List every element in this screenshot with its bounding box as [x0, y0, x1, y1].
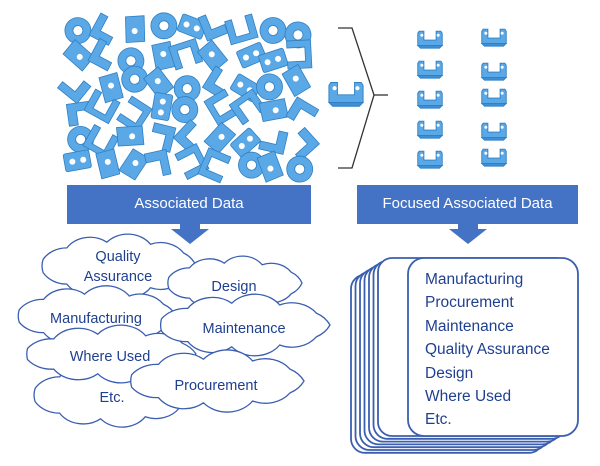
- machine-part-icon: [224, 13, 259, 46]
- focused-data-item: Maintenance: [425, 317, 514, 335]
- focused-data-item: Quality Assurance: [425, 341, 550, 359]
- cloud-shape: [159, 293, 331, 357]
- machine-part-icon: [203, 121, 237, 155]
- machine-part-icon: [258, 130, 289, 155]
- machine-part-icon: [197, 147, 232, 184]
- machine-part-icon: [256, 73, 283, 101]
- machine-part-icon: [256, 150, 284, 183]
- machine-part-icon: [143, 148, 172, 177]
- machine-part-icon: [230, 127, 261, 158]
- machine-part-icon: [87, 37, 113, 72]
- machine-part-icon: [258, 47, 289, 73]
- machine-part-icon: [118, 148, 150, 181]
- cloud-label: Procurement: [174, 378, 258, 394]
- similar-part-icon: [416, 30, 444, 49]
- down-arrow-icon: [449, 224, 487, 244]
- focused-data-item: Where Used: [425, 388, 512, 406]
- machine-part-icon: [286, 39, 313, 70]
- machine-part-icon: [285, 96, 320, 121]
- focused-data-page-stack: [350, 257, 579, 454]
- focused-associated-data-banner: [357, 185, 578, 244]
- machine-part-icon: [173, 75, 201, 102]
- machine-part-icon: [83, 88, 121, 125]
- cloud-label: Manufacturing: [50, 311, 142, 327]
- machine-part-icon: [116, 125, 145, 147]
- similar-part-icon: [416, 90, 444, 109]
- focused-data-item: Procurement: [425, 294, 514, 312]
- machine-part-icon: [62, 149, 92, 173]
- front-page: [407, 257, 579, 437]
- down-arrow-icon: [171, 224, 209, 244]
- focused-data-item: Etc.: [425, 411, 452, 429]
- cloud-label: Design: [211, 279, 257, 295]
- machine-part-icon: [196, 39, 229, 73]
- machine-part-icon: [286, 155, 314, 183]
- machine-part-icon: [125, 15, 146, 43]
- similar-part-icon: [416, 60, 444, 79]
- similar-parts-grid: [416, 28, 508, 169]
- machine-part-icon: [88, 12, 114, 46]
- query-bracket-part: [327, 82, 365, 107]
- cloud-label: Where Used: [69, 349, 151, 365]
- cloud-label: Etc.: [99, 390, 125, 406]
- machine-part-icon: [98, 71, 124, 104]
- machine-part-icon: [294, 126, 321, 162]
- machine-part-icon: [151, 122, 177, 153]
- machine-part-icon: [62, 38, 95, 72]
- query-part-icon: [327, 82, 365, 107]
- machine-part-icon: [259, 17, 287, 44]
- similar-part-icon: [480, 28, 508, 47]
- machine-part-icon: [150, 92, 174, 121]
- focused-associated-data-label: Focused Associated Data: [382, 195, 553, 212]
- machine-part-icon: [171, 96, 199, 123]
- machine-part-icon: [168, 37, 204, 71]
- associated-data-clouds: [17, 233, 331, 428]
- machine-part-icon: [56, 80, 92, 105]
- machine-part-icon: [281, 63, 312, 98]
- focused-data-item: Manufacturing: [425, 271, 524, 288]
- focused-data-item: Design: [425, 364, 474, 382]
- machine-part-icon: [121, 65, 149, 93]
- similar-part-icon: [480, 122, 508, 141]
- similar-part-icon: [480, 88, 508, 107]
- associated-data-banner: [67, 185, 311, 244]
- cloud-label: Maintenance: [202, 321, 286, 337]
- similar-part-icon: [416, 150, 444, 169]
- machine-part-icon: [143, 66, 175, 100]
- mixed-parts-collection: [56, 12, 321, 184]
- machine-part-icon: [228, 88, 267, 126]
- similar-part-icon: [480, 148, 508, 167]
- machine-part-icon: [258, 98, 289, 123]
- machine-part-icon: [150, 12, 178, 40]
- cloud-shape: [130, 349, 305, 413]
- similar-part-icon: [480, 62, 508, 81]
- machine-part-icon: [236, 42, 267, 69]
- machine-part-icon: [116, 95, 153, 134]
- associated-data-label: Associated Data: [134, 195, 244, 212]
- similar-part-icon: [416, 120, 444, 139]
- machine-part-icon: [64, 17, 92, 45]
- machine-part-icon: [95, 148, 121, 180]
- machine-part-icon: [197, 14, 229, 42]
- cloud-shape: [41, 233, 197, 299]
